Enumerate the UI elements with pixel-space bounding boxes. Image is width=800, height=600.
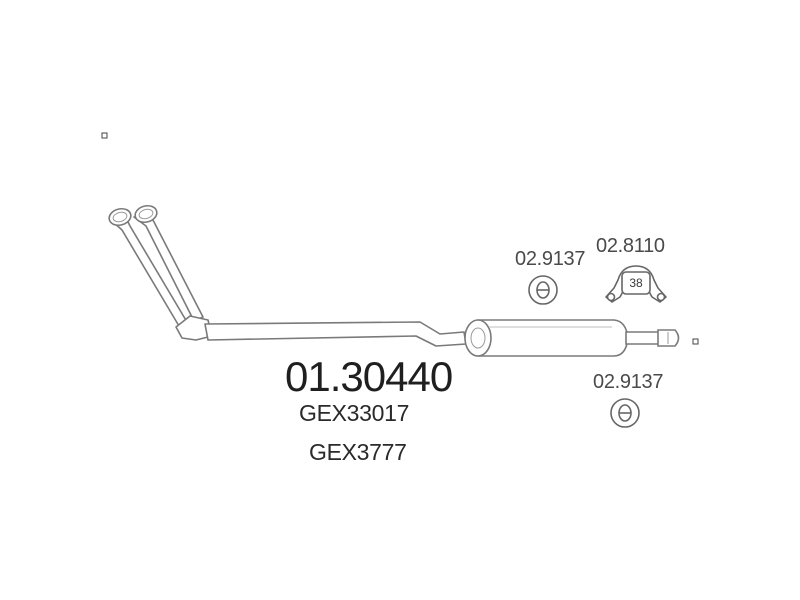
marker-top-left <box>101 132 108 139</box>
muffler <box>464 319 629 357</box>
oem-number-1: GEX33017 <box>299 400 410 426</box>
accessory-code-gasket-top: 02.9137 <box>515 248 586 270</box>
ring-gasket-icon-bottom <box>610 398 640 428</box>
bracket-label: 38 <box>629 276 643 290</box>
accessory-code-bracket: 02.8110 <box>596 235 665 257</box>
marker-right <box>692 338 699 345</box>
accessory-code-gasket-bottom: 02.9137 <box>593 371 664 393</box>
inlet-flange-inner-left <box>112 211 128 223</box>
ring-gasket-icon <box>528 275 558 305</box>
clamp-bracket-icon <box>605 265 667 303</box>
tail-pipe <box>625 329 680 347</box>
inlet-flange-right <box>134 204 158 224</box>
part-number: 01.30440 <box>285 353 453 400</box>
inlet-flange-inner-right <box>138 208 154 220</box>
oem-number-2: GEX3777 <box>309 439 407 465</box>
front-pipe <box>110 214 467 347</box>
